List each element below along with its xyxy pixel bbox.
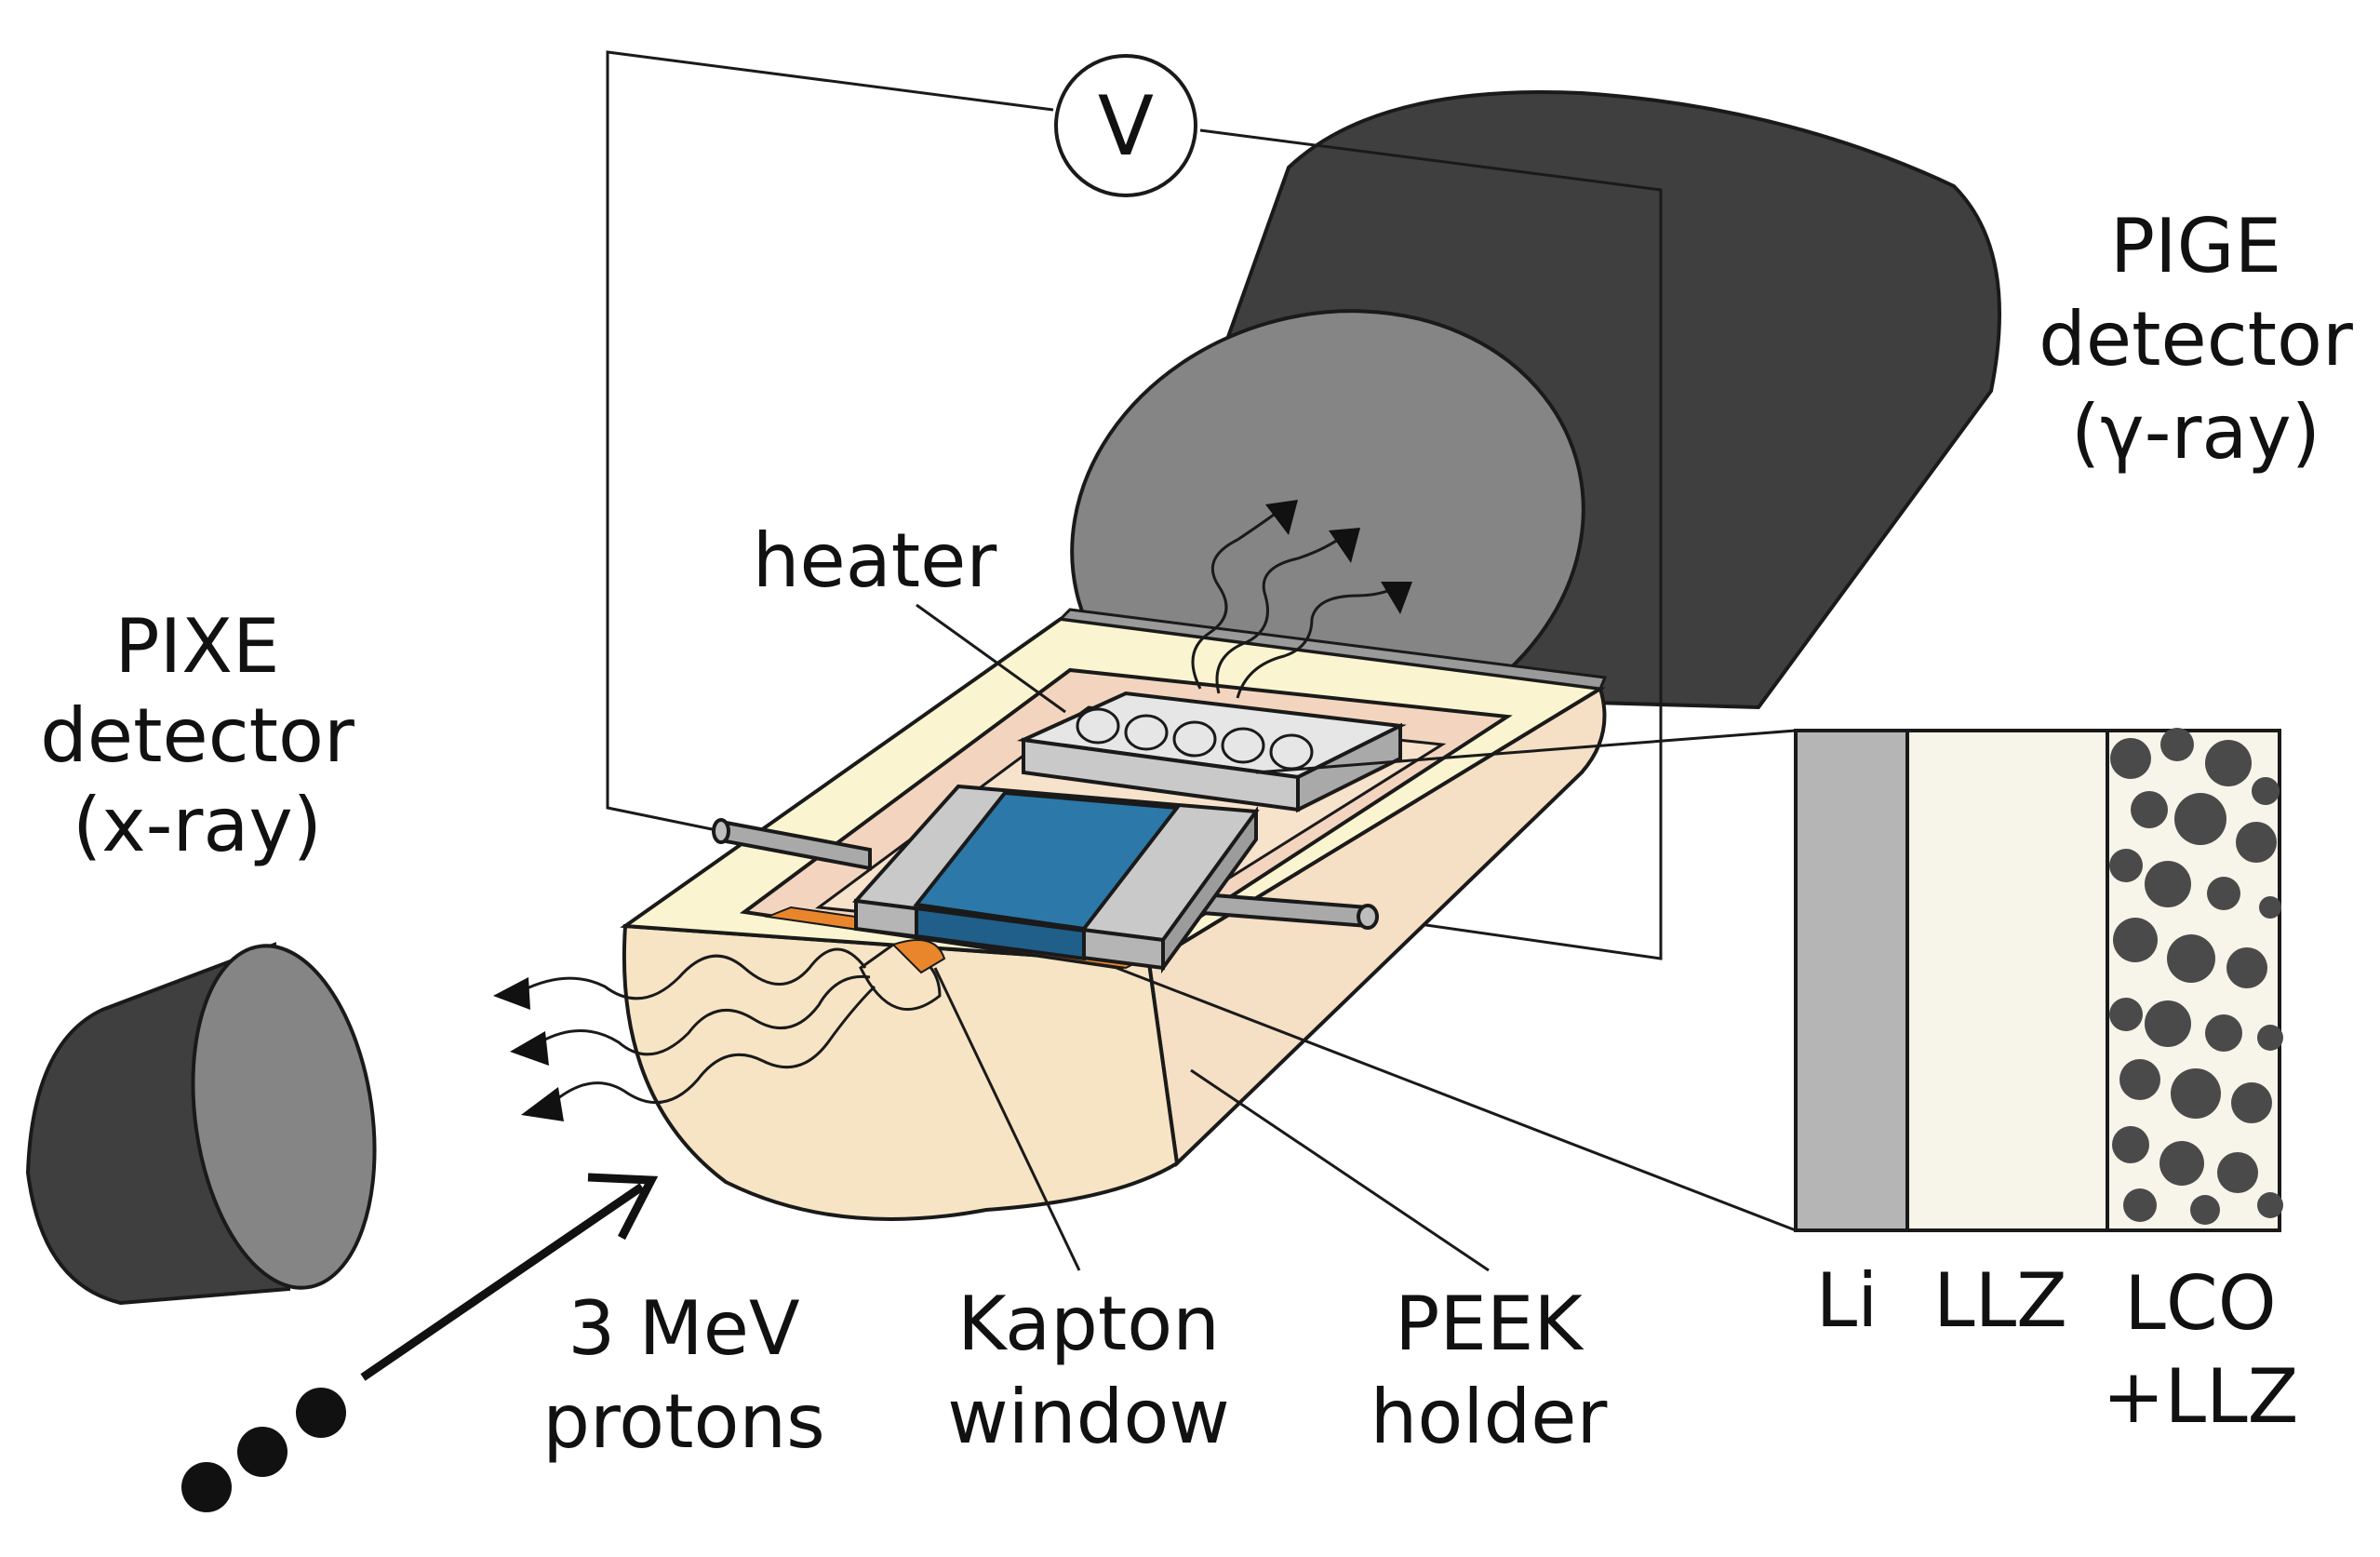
leader-lines bbox=[916, 603, 1490, 1272]
x-ray bbox=[557, 985, 876, 1105]
x-ray-arrowhead bbox=[521, 1087, 564, 1121]
pixe-label-line1: PIXE bbox=[114, 603, 279, 690]
heater-coil bbox=[1124, 714, 1169, 751]
heater-label: heater bbox=[753, 517, 997, 604]
rod-right-end bbox=[1357, 904, 1379, 930]
x-ray bbox=[539, 974, 871, 1056]
layer-li bbox=[1794, 729, 1909, 1232]
layer-inset bbox=[1116, 728, 2283, 1232]
gamma-arrowhead bbox=[1265, 500, 1298, 535]
pixe-detector bbox=[25, 942, 377, 1306]
sample-side-face bbox=[1161, 805, 1258, 974]
sample-assembly bbox=[851, 784, 1260, 974]
holder-rear-lip bbox=[1057, 608, 1608, 691]
pixe-label-line3: (x-ray) bbox=[73, 782, 322, 868]
gamma-arrowhead bbox=[1381, 582, 1412, 614]
proton-beam bbox=[181, 1173, 659, 1512]
gamma-ray bbox=[1215, 533, 1345, 694]
layer-llz bbox=[1905, 729, 2109, 1232]
voltage-circuit: V bbox=[606, 50, 1663, 960]
heater-coil bbox=[1221, 727, 1265, 764]
proton-dot bbox=[296, 1388, 346, 1438]
clamp-edge bbox=[1082, 807, 1179, 930]
inset-zoom-line-top bbox=[1255, 729, 1797, 774]
layer-lco-label-line2: +LLZ bbox=[2103, 1353, 2299, 1440]
kapton-label-line2: window bbox=[947, 1374, 1230, 1460]
lco-particles bbox=[2109, 728, 2283, 1225]
circuit-wire-right bbox=[1199, 128, 1663, 960]
sample-cell-front bbox=[915, 906, 1086, 961]
peek-leader bbox=[1190, 1068, 1490, 1272]
proton-beam-arrowhead bbox=[587, 1173, 659, 1241]
proton-beam-arrow-shaft bbox=[360, 1183, 645, 1381]
x-rays bbox=[493, 947, 876, 1121]
gamma-ray bbox=[1191, 505, 1285, 690]
peek-label-line2: holder bbox=[1371, 1374, 1608, 1460]
proton-dot bbox=[181, 1462, 232, 1512]
pixe-detector-face bbox=[191, 944, 377, 1290]
gamma-rays bbox=[1191, 500, 1412, 699]
heater bbox=[1016, 691, 1407, 813]
heater-coil bbox=[1076, 707, 1120, 745]
x-ray-arrowhead bbox=[493, 977, 530, 1010]
voltmeter-circle bbox=[1054, 54, 1197, 197]
gamma-arrowhead bbox=[1329, 528, 1360, 563]
layer-lco-label-line1: LCO bbox=[2124, 1260, 2276, 1347]
x-ray-arrowhead bbox=[510, 1031, 549, 1066]
holder-front-face bbox=[622, 923, 1180, 1221]
inset-zoom-line-bottom bbox=[1116, 966, 1797, 1232]
pixe-label-line2: detector bbox=[40, 692, 354, 779]
circuit-wire-left bbox=[606, 50, 1054, 833]
layer-li-label: Li bbox=[1816, 1257, 1879, 1344]
proton-dot bbox=[237, 1427, 287, 1477]
holder-side-face bbox=[1146, 685, 1607, 1168]
pige-label-line2: detector bbox=[2039, 296, 2353, 383]
x-ray bbox=[520, 947, 867, 1000]
layer-llz-label: LLZ bbox=[1933, 1257, 2067, 1344]
heater-side bbox=[1296, 722, 1402, 813]
pige-label-line1: PIGE bbox=[2110, 203, 2281, 289]
kapton-beam-spot bbox=[891, 939, 946, 974]
kapton-leader bbox=[933, 967, 1081, 1271]
rod-left-end bbox=[712, 818, 730, 844]
kapton-label-line1: Kapton bbox=[957, 1281, 1220, 1367]
clamp-edge bbox=[915, 792, 1007, 906]
peek-label-line1: PEEK bbox=[1395, 1281, 1584, 1367]
gamma-ray bbox=[1236, 586, 1397, 699]
heater-coil bbox=[1172, 720, 1217, 758]
contact-rods bbox=[712, 818, 1379, 930]
voltmeter-label: V bbox=[1098, 78, 1154, 174]
protons-label-line2: protons bbox=[542, 1378, 825, 1465]
pige-label-line3: (γ-ray) bbox=[2071, 389, 2320, 476]
heater-leader bbox=[916, 603, 1066, 714]
protons-label-line1: 3 MeV bbox=[568, 1285, 800, 1372]
